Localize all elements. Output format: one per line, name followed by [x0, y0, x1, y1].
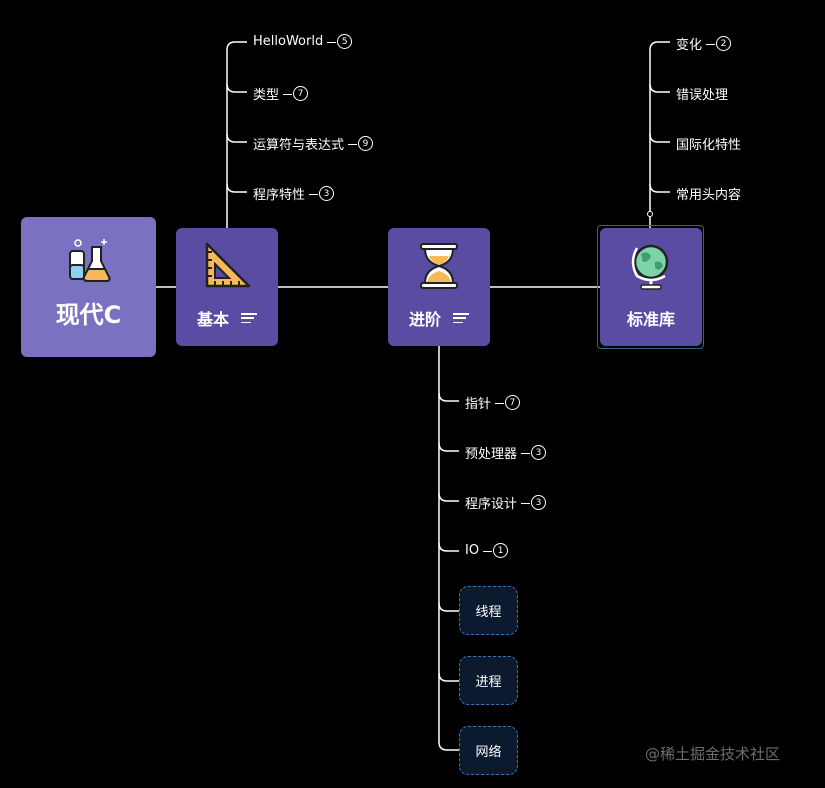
topic-stdlib-label: 标准库 [626, 310, 675, 329]
subtopic-advanced-3[interactable]: 程序设计 3 [465, 493, 547, 512]
subtopic-label: IO [465, 543, 480, 558]
root-topic[interactable]: 现代C [21, 217, 156, 357]
subtopic-label: 运算符与表达式 [253, 138, 345, 153]
subtopic-stdlib-4[interactable]: 常用头内容 [676, 184, 741, 203]
subtopic-label: 错误处理 [676, 88, 729, 103]
count-badge[interactable]: 3 [521, 495, 547, 510]
subtopic-basic-1[interactable]: HelloWorld 5 [253, 34, 353, 49]
subtopic-label: 进程 [475, 675, 502, 690]
count-badge[interactable]: 7 [283, 86, 309, 101]
subtopic-label: 国际化特性 [676, 138, 742, 153]
count-badge[interactable]: 5 [327, 34, 353, 49]
topic-stdlib[interactable]: 标准库 [600, 228, 702, 346]
watermark: @稀土掘金技术社区 [645, 745, 781, 763]
count-badge[interactable]: 1 [483, 543, 509, 558]
subtopic-label: HelloWorld [253, 34, 324, 49]
subtopic-label: 指针 [465, 397, 492, 412]
notes-icon[interactable] [453, 313, 469, 323]
selection-outline [597, 225, 704, 349]
topic-advanced[interactable]: 进阶 [388, 228, 490, 346]
subtopic-basic-3[interactable]: 运算符与表达式 9 [253, 134, 374, 153]
hourglass-icon [420, 243, 458, 289]
notes-icon[interactable] [241, 313, 257, 323]
topic-advanced-label: 进阶 [408, 310, 441, 329]
count-badge[interactable]: 2 [706, 36, 732, 51]
subtopic-advanced-4[interactable]: IO 1 [465, 543, 509, 558]
subtopic-label: 类型 [253, 88, 280, 103]
subtopic-basic-2[interactable]: 类型 7 [253, 84, 309, 103]
subtopic-label: 网络 [475, 745, 502, 760]
subtopic-stdlib-2[interactable]: 错误处理 [676, 84, 728, 103]
subtopic-stdlib-3[interactable]: 国际化特性 [676, 134, 741, 153]
subtopic-label: 常用头内容 [676, 188, 742, 203]
subtopic-label: 预处理器 [465, 447, 518, 462]
count-badge[interactable]: 3 [521, 445, 547, 460]
subtopic-label: 线程 [475, 605, 502, 620]
dashed-subtopic-process[interactable]: 进程 [459, 656, 518, 705]
root-label: 现代C [55, 301, 122, 329]
dashed-subtopic-thread[interactable]: 线程 [459, 586, 518, 635]
chemistry-flask-icon [68, 239, 111, 282]
topic-basic-label: 基本 [196, 310, 229, 329]
globe-icon [631, 244, 669, 290]
subtopic-basic-4[interactable]: 程序特性 3 [253, 184, 335, 203]
subtopic-stdlib-1[interactable]: 变化 2 [676, 34, 732, 53]
subtopic-advanced-1[interactable]: 指针 7 [465, 393, 521, 412]
count-badge[interactable]: 7 [495, 395, 521, 410]
subtopic-label: 变化 [676, 38, 703, 53]
count-badge[interactable]: 3 [309, 186, 335, 201]
topic-basic[interactable]: 基本 [176, 228, 278, 346]
subtopic-label: 程序特性 [253, 188, 306, 203]
count-badge[interactable]: 9 [348, 136, 374, 151]
subtopic-label: 程序设计 [465, 497, 518, 512]
set-square-ruler-icon [205, 242, 251, 288]
subtopic-advanced-2[interactable]: 预处理器 3 [465, 443, 547, 462]
dashed-subtopic-network[interactable]: 网络 [459, 726, 518, 775]
